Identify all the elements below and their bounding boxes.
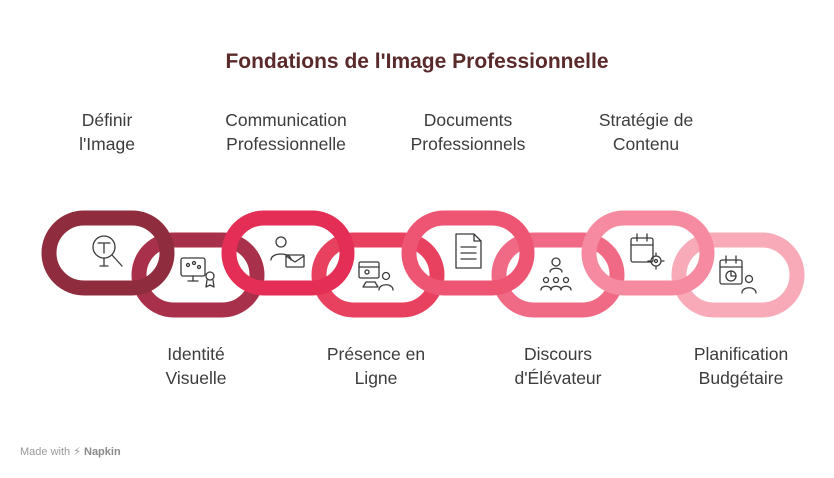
diagram-title: Fondations de l'Image Professionnelle bbox=[225, 50, 609, 73]
chain-link-7 bbox=[581, 210, 715, 296]
magnifier-t-icon bbox=[92, 235, 123, 267]
chain-link-3 bbox=[221, 210, 355, 296]
chain-link-4 bbox=[311, 232, 445, 318]
budget-calendar-icon bbox=[719, 255, 757, 294]
document-icon bbox=[455, 233, 482, 269]
audience-icon bbox=[540, 257, 572, 291]
user-mail-icon bbox=[270, 236, 305, 268]
napkin-logo-icon: ⚡︎ bbox=[73, 446, 81, 458]
footer-made-with: Made with ⚡︎ Napkin bbox=[20, 446, 121, 458]
online-presence-icon bbox=[358, 261, 394, 291]
chain-link-1 bbox=[41, 210, 175, 296]
calendar-gear-icon bbox=[630, 233, 665, 270]
chain-link-5 bbox=[401, 210, 535, 296]
design-award-icon bbox=[180, 257, 215, 288]
chain-link-8 bbox=[671, 232, 805, 318]
chain-link-6 bbox=[491, 232, 625, 318]
chain-link-2 bbox=[131, 232, 265, 318]
